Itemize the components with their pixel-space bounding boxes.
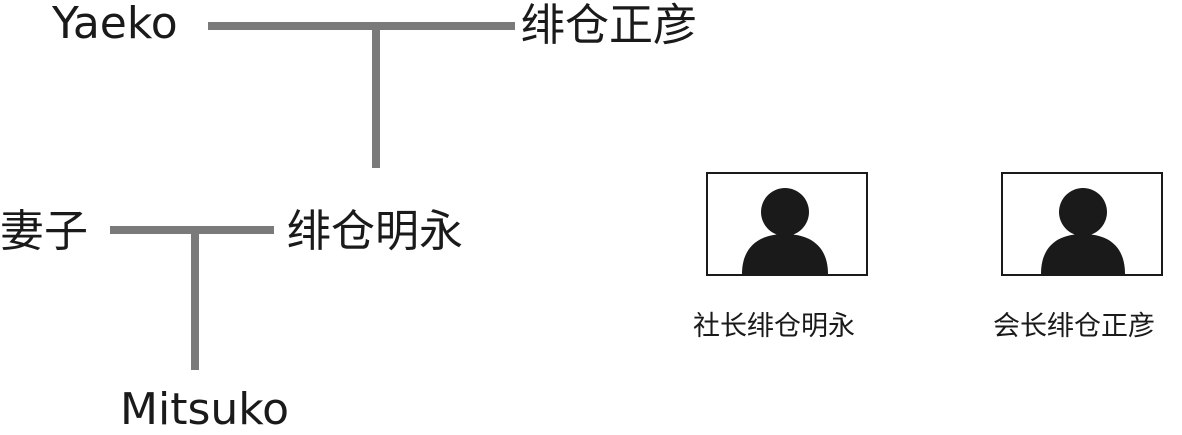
- name-yaeko: Yaeko: [52, 0, 178, 49]
- caption-chairman: 会长绯仓正彦: [993, 311, 1155, 342]
- marriage-line-top: [208, 22, 515, 30]
- portrait-chairman: [1001, 172, 1163, 276]
- person-silhouette-icon: [1041, 188, 1125, 274]
- caption-president: 社长绯仓明永: [693, 311, 855, 342]
- name-feikura-akinaga: 绯仓明永: [287, 206, 463, 257]
- descent-line-bottom: [191, 230, 199, 370]
- descent-line-top: [372, 26, 380, 168]
- name-wife: 妻子: [0, 206, 88, 257]
- portrait-president: [706, 172, 868, 276]
- name-feikura-masahiko: 绯仓正彦: [521, 0, 697, 51]
- name-mitsuko: Mitsuko: [120, 384, 290, 435]
- person-silhouette-icon: [742, 188, 828, 274]
